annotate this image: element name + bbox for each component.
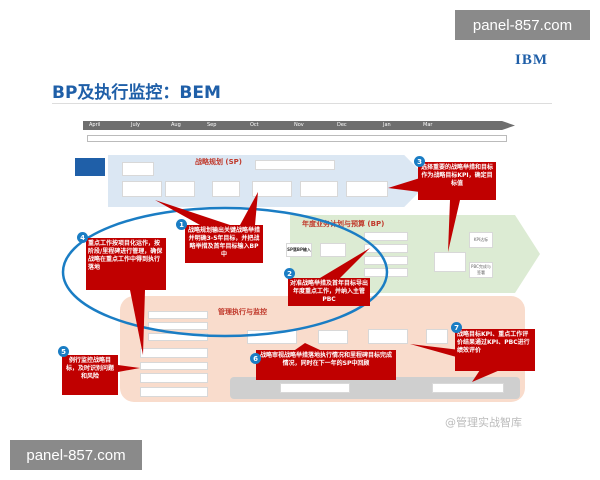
timeline-bar: April July Aug Sep Oct Nov Dec Jan Mar: [83, 121, 515, 130]
callout-number: 1: [176, 219, 187, 230]
flow-box: [252, 181, 292, 197]
highlight-ellipse: [61, 206, 389, 338]
flow-box: [122, 162, 154, 176]
bottom-track: [230, 377, 520, 399]
month-label: July: [131, 122, 140, 128]
page-title: BP及执行监控：BEM: [52, 83, 221, 103]
callout-number: 6: [250, 353, 261, 364]
callout-7: 战略目标KPI、重点工作评价结果通过KPI、PBC进行绩效评价: [455, 329, 535, 371]
flow-box: [346, 181, 388, 197]
callout-number: 5: [58, 346, 69, 357]
flow-box: [368, 329, 408, 344]
divider: [52, 103, 552, 104]
flow-box: SP落BP输入: [286, 243, 312, 257]
flow-box: [364, 232, 408, 241]
flow-box: [140, 373, 208, 383]
flow-box: [140, 348, 208, 358]
callout-4: 重点工作按项目化运作，按阶段/里程碑进行管理，确保战略在重点工作中得到执行落地: [86, 238, 166, 290]
callout-pointer: [410, 344, 460, 358]
month-label: Sep: [207, 122, 217, 128]
footer-watermark: @管理实战智库: [445, 416, 522, 429]
callout-1: 战略规划输出关键战略举措并明确3-5年目标，并把战略举措及首年目标输入BP中: [185, 225, 263, 263]
callout-number: 4: [77, 232, 88, 243]
timeline-arrows: [87, 135, 507, 142]
flow-box: [148, 311, 208, 319]
callout-5: 例行监控战略目标，及时识别问题和风险: [62, 355, 118, 395]
month-label: Aug: [171, 122, 181, 128]
watermark-badge-top: panel-857.com: [455, 10, 590, 40]
month-label: Jan: [383, 122, 391, 128]
flow-box: [140, 387, 208, 397]
flow-box: [432, 383, 504, 393]
flow-box: [320, 243, 346, 257]
month-label: Nov: [294, 122, 304, 128]
bp-title: 年度业务计划与预算 (BP): [302, 220, 385, 228]
callout-6: 战略审视战略举措落地执行情况和里程碑目标完成情况，同时在下一年的SP中回顾: [256, 350, 396, 380]
flow-box: PBC完成与签署: [469, 262, 493, 278]
month-label: Dec: [337, 122, 347, 128]
flow-box: KPI达标: [469, 232, 493, 248]
flow-box: [426, 329, 448, 344]
sp-title: 战略规划 (SP): [195, 158, 243, 166]
flow-box: [364, 244, 408, 253]
callout-pointer: [295, 343, 320, 350]
callout-3: 选择重要的战略举措和目标作为战略目标KPI，确定目标值: [418, 162, 496, 200]
flow-box: [300, 181, 338, 197]
callout-number: 2: [284, 268, 295, 279]
callout-pointer: [118, 365, 140, 372]
flow-box: [148, 322, 208, 330]
watermark-badge-bottom: panel-857.com: [10, 440, 142, 470]
flow-box: [122, 181, 162, 197]
month-label: April: [89, 122, 101, 128]
callout-pointer: [130, 290, 145, 355]
flow-box: [140, 362, 208, 370]
callout-pointer: [320, 248, 370, 278]
callout-number: 3: [414, 156, 425, 167]
callout-pointer: [155, 200, 230, 225]
flow-box: [212, 181, 240, 197]
month-label: Oct: [250, 122, 259, 128]
flow-box: [280, 383, 350, 393]
callout-pointer: [448, 200, 460, 252]
callout-2: 对准战略举措及首年目标导出年度重点工作，并纳入主管PBC: [288, 278, 370, 306]
flow-box: [165, 181, 195, 197]
mg-title: 管理执行与监控: [218, 308, 267, 316]
callout-pointer: [472, 370, 500, 382]
flow-box: [318, 330, 348, 344]
callout-pointer: [240, 192, 258, 225]
flow-box: [434, 252, 466, 272]
ibm-logo: IBM: [515, 52, 548, 68]
start-tag: [75, 158, 105, 176]
callout-number: 7: [451, 322, 462, 333]
month-label: Mar: [423, 122, 433, 128]
flow-box: [255, 160, 335, 170]
callout-pointer: [388, 178, 420, 192]
